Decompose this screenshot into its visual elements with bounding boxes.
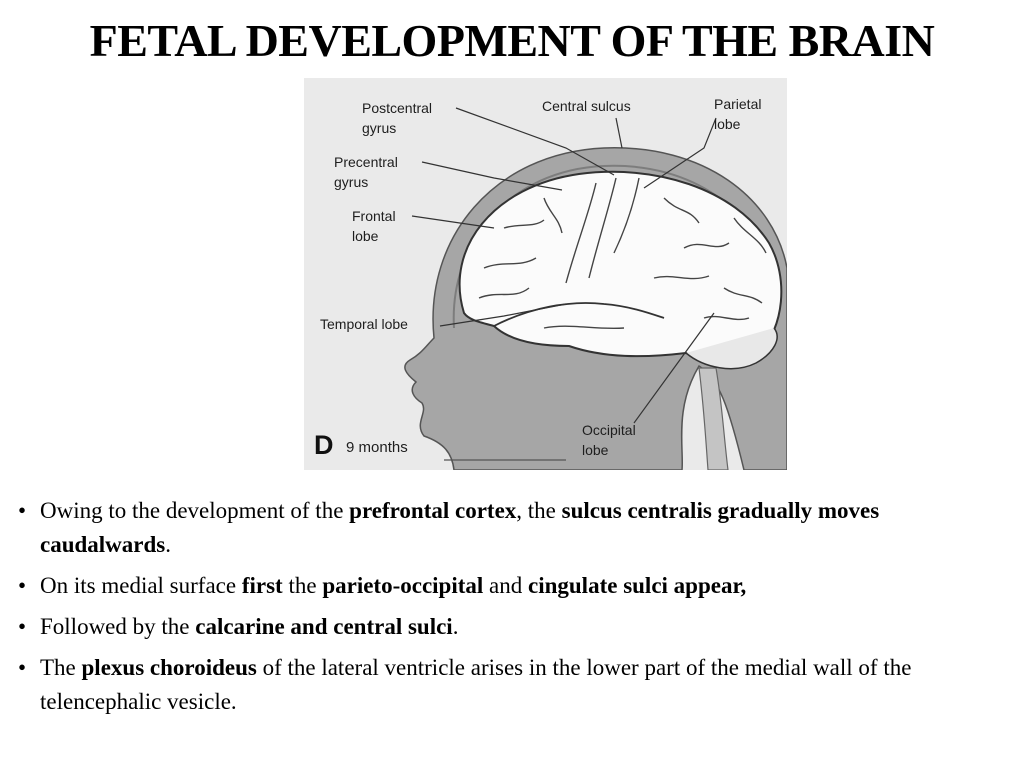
- bullet-list: • Owing to the development of the prefro…: [18, 494, 1008, 726]
- bullet-item: • Owing to the development of the prefro…: [18, 494, 1008, 562]
- panel-letter: D: [314, 430, 334, 460]
- label-occipital-lobe: Occipital lobe: [582, 422, 636, 458]
- bullet-dot: •: [18, 614, 27, 639]
- label-frontal-lobe: Frontal lobe: [352, 208, 396, 244]
- panel-age: 9 months: [346, 439, 408, 456]
- bullet-item: • On its medial surface first the pariet…: [18, 569, 1008, 603]
- label-parietal-lobe: Parietal lobe: [714, 96, 762, 132]
- bullet-item: • Followed by the calcarine and central …: [18, 610, 1008, 644]
- label-precentral-gyrus: Precentral gyrus: [334, 154, 398, 190]
- label-central-sulcus: Central sulcus: [542, 98, 631, 114]
- label-postcentral-gyrus: Postcentral gyrus: [362, 100, 433, 136]
- brain-illustration: [404, 107, 787, 470]
- bullet-dot: •: [18, 655, 27, 680]
- label-temporal-lobe: Temporal lobe: [320, 316, 408, 332]
- bullet-dot: •: [18, 573, 27, 598]
- slide-title: FETAL DEVELOPMENT OF THE BRAIN: [89, 15, 935, 66]
- leader-lines: [411, 107, 717, 424]
- bullet-dot: •: [18, 498, 27, 523]
- brain-figure: Postcentral gyrus Central sulcus Parieta…: [304, 78, 787, 470]
- bullet-item: • The plexus choroideus of the lateral v…: [18, 651, 1008, 719]
